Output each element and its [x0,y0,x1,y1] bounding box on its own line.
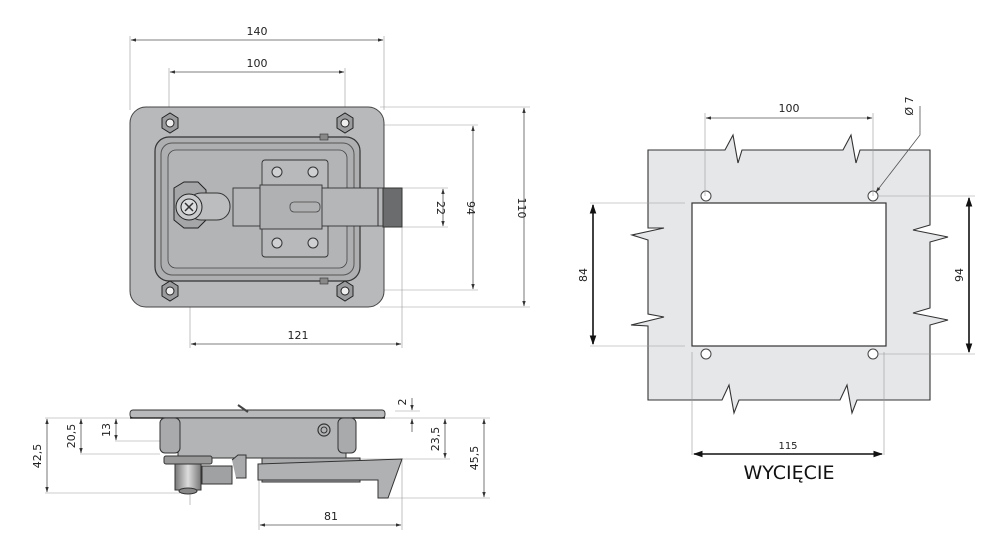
handle-grip [382,187,403,228]
dim-overall-width: 140 [247,25,268,38]
side-body [177,417,347,459]
dim-handle-length: 81 [324,510,338,523]
dim-total-depth-left: 42,5 [31,444,44,469]
mounting-hole-icon [700,190,712,202]
cutout-caption: WYCIĘCIE [743,462,834,484]
cam-cylinder [174,463,202,491]
rivet-icon [271,237,283,249]
cutout-opening [691,202,887,347]
dim-depth-mid: 20,5 [65,424,78,449]
mounting-nut-icon [161,112,179,134]
dim-hole-spacing-y: 94 [464,201,477,215]
mounting-nut-icon [161,280,179,302]
dim-depth-top: 13 [100,423,113,437]
dim-hole-spacing-x: 100 [247,57,268,70]
cutout-view: 100 Ø 7 84 94 115 WYCIĘCIE [577,96,975,484]
mounting-nut-icon [336,112,354,134]
dim-cutout-width: 115 [778,441,797,452]
screw-head-icon [184,202,194,212]
dim-hole-diameter: Ø 7 [903,96,916,115]
side-view: 42,5 20,5 13 2 23,5 45,5 81 [31,398,490,530]
side-flange [129,409,386,419]
dim-overall-height: 110 [515,198,528,219]
side-handle [257,458,403,499]
mounting-hole-icon [867,348,879,360]
dim-cutout-hole-spacing-x: 100 [779,102,800,115]
dim-depth-right: 23,5 [429,427,442,452]
front-view: 140 100 22 94 110 121 [129,25,530,348]
dim-handle-width: 22 [434,201,447,215]
dim-body-length: 121 [288,329,309,342]
dim-cutout-height: 84 [577,268,590,282]
dim-total-depth-right: 45,5 [468,446,481,471]
rivet-icon [307,166,319,178]
mounting-nut-icon [336,280,354,302]
dim-cutout-hole-spacing-y: 94 [953,268,966,282]
dim-plate-thickness: 2 [396,399,409,406]
rivet-icon [307,237,319,249]
mounting-hole-icon [700,348,712,360]
rivet-icon [271,166,283,178]
